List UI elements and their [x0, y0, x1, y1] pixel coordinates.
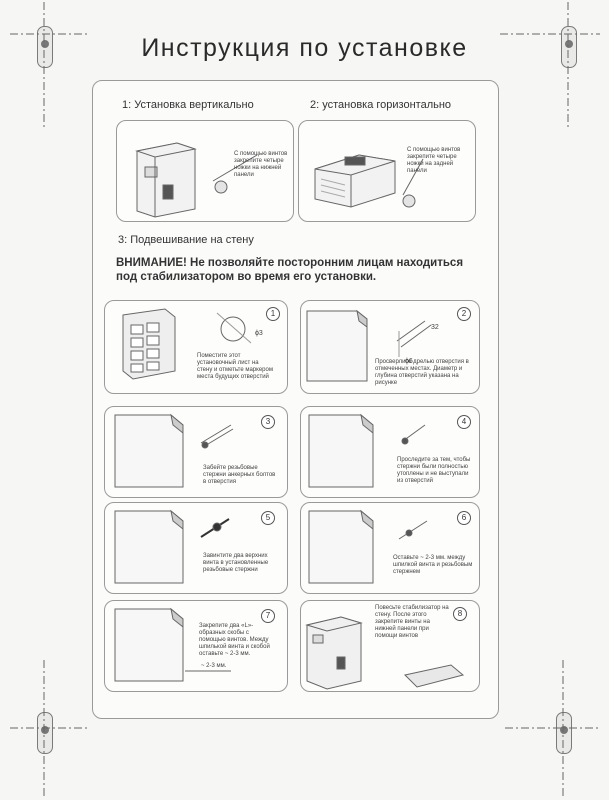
step-7-caption: Закрепите два «L»-образных скобы с помощ… — [199, 623, 275, 658]
step-2-caption: Просверлите дрелью отверстия в отмеченны… — [375, 359, 473, 387]
step-2-panel: ϕ6 32 2 Просверлите дрелью отверстия в о… — [300, 300, 480, 394]
step-3-panel: 3 Забейте резьбовые стержни анкерных бол… — [104, 406, 288, 498]
caption-horizontal: С помощью винтов закрепите четыре ножки … — [407, 147, 469, 175]
step-6-panel: 6 Оставьте ~ 2-3 мм. между шпилкой винта… — [300, 502, 480, 594]
warning-text: ВНИМАНИЕ! Не позволяйте посторонним лица… — [116, 256, 476, 284]
step-4-panel: 4 Проследите за тем, чтобы стержни были … — [300, 406, 480, 498]
step-5-badge: 5 — [261, 511, 275, 525]
panel-vertical-install: С помощью винтов закрепите четыре ножки … — [116, 120, 294, 222]
step-8-panel: 8 Повесьте стабилизатор на стену. После … — [300, 600, 480, 692]
step-8-badge: 8 — [453, 607, 467, 621]
step-5-caption: Завинтите два верхних винта в установлен… — [203, 553, 277, 574]
step-1-dim: ϕ3 — [255, 330, 263, 337]
step-3-caption: Забейте резьбовые стержни анкерных болто… — [203, 465, 277, 486]
step-7-dim: ~ 2-3 мм. — [201, 663, 227, 669]
step-4-badge: 4 — [457, 415, 471, 429]
step-1-caption: Поместите этот установочный лист на стен… — [197, 353, 275, 381]
step-3-badge: 3 — [261, 415, 275, 429]
section-wall-label: 3: Подвешивание на стену — [118, 234, 254, 246]
step-1-panel: ϕ3 1 Поместите этот установочный лист на… — [104, 300, 288, 394]
step-2-badge: 2 — [457, 307, 471, 321]
step-1-badge: 1 — [266, 307, 280, 321]
section-horizontal-label: 2: установка горизонтально — [310, 99, 451, 111]
step-7-badge: 7 — [261, 609, 275, 623]
panel-horizontal-install: С помощью винтов закрепите четыре ножки … — [298, 120, 476, 222]
section-vertical-label: 1: Установка вертикально — [122, 99, 254, 111]
step-6-caption: Оставьте ~ 2-3 мм. между шпилкой винта и… — [393, 555, 473, 576]
step-6-illustration — [301, 503, 479, 593]
step-2-dim-depth: 32 — [431, 324, 439, 331]
caption-vertical: С помощью винтов закрепите четыре ножки … — [234, 151, 290, 179]
step-5-illustration — [105, 503, 287, 593]
step-8-caption: Повесьте стабилизатор на стену. После эт… — [375, 605, 451, 640]
step-7-panel: ~ 2-3 мм. 7 Закрепите два «L»-образных с… — [104, 600, 288, 692]
step-5-panel: 5 Завинтите два верхних винта в установл… — [104, 502, 288, 594]
page-title: Инструкция по установке — [0, 34, 609, 63]
step-6-badge: 6 — [457, 511, 471, 525]
step-4-caption: Проследите за тем, чтобы стержни были по… — [397, 457, 473, 485]
